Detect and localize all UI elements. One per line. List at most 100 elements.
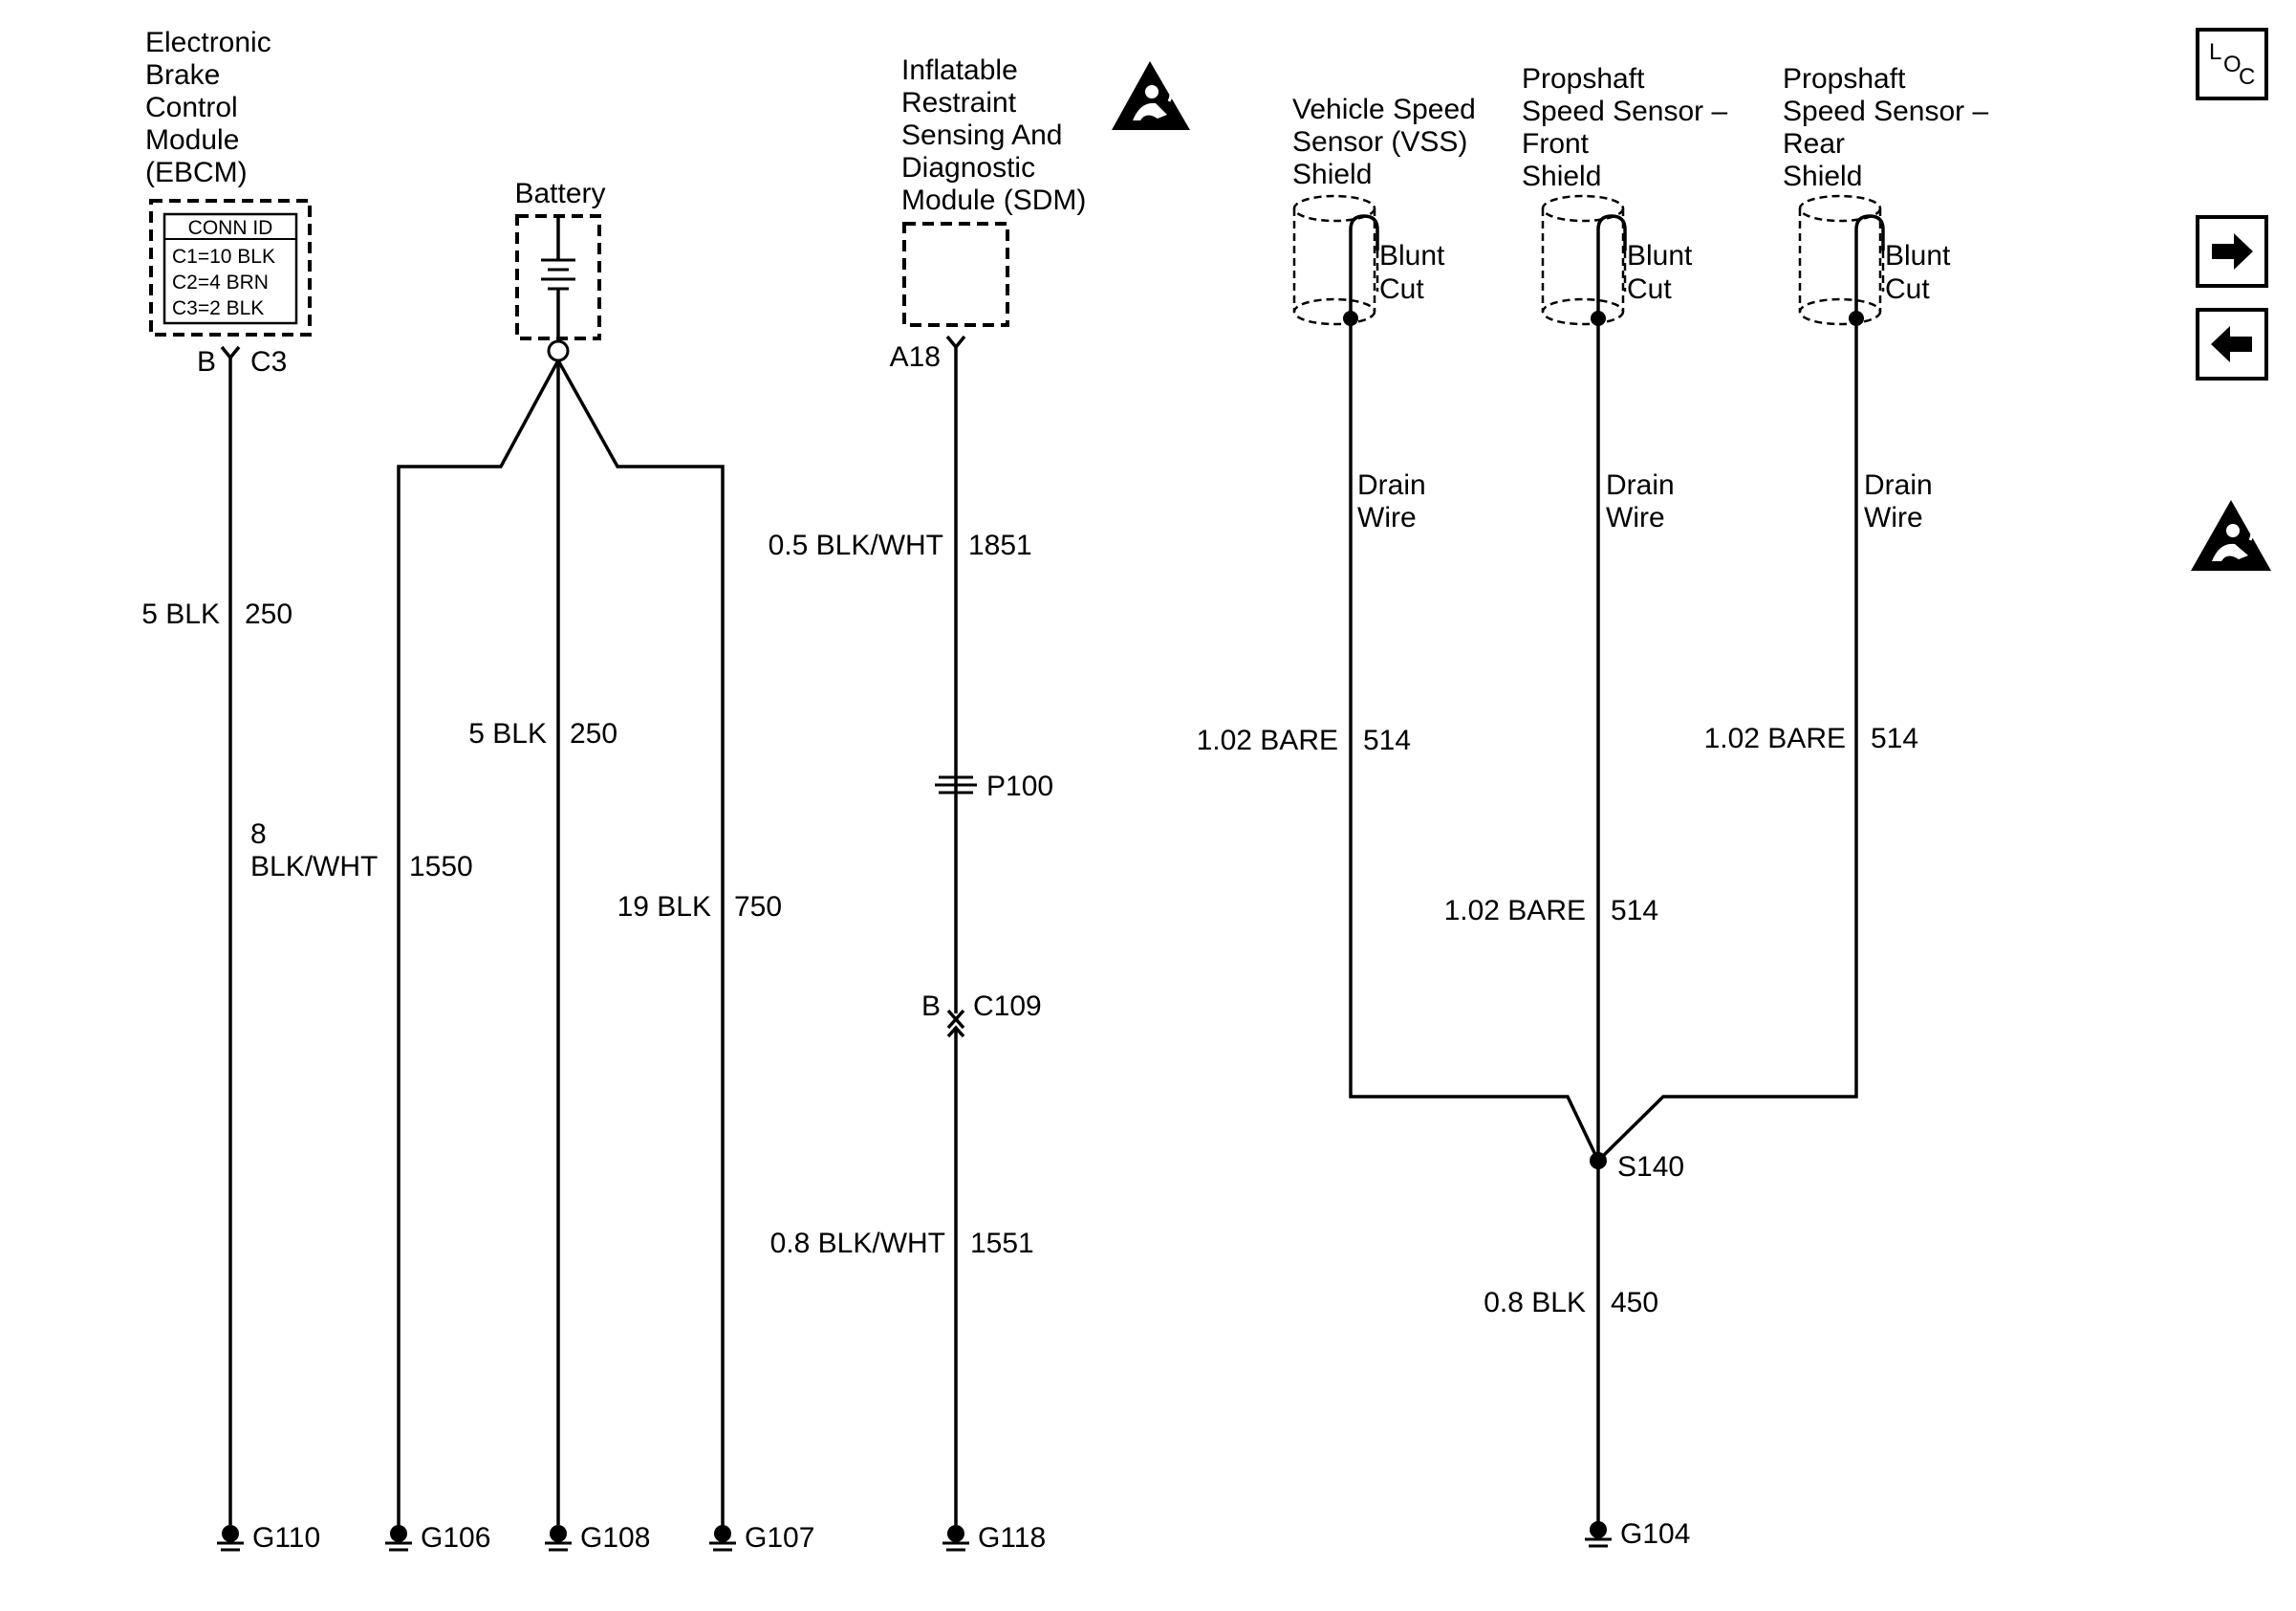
ground-g108-label: G108 bbox=[580, 1522, 650, 1554]
back-button[interactable] bbox=[2196, 308, 2268, 381]
wire-2-color: BLK/WHT bbox=[250, 851, 378, 882]
wire-5-circuit: 1851 bbox=[968, 530, 1032, 561]
loc-button[interactable]: L O C bbox=[2196, 28, 2268, 100]
ebcm-label-line-4: Module bbox=[145, 124, 239, 156]
vss-label-line-2: Sensor (VSS) bbox=[1292, 126, 1467, 158]
ebcm-pin-label: B bbox=[197, 346, 216, 378]
conn-id-row-1: C1=10 BLK bbox=[172, 246, 275, 268]
wire-battery-g106 bbox=[397, 359, 560, 1525]
ground-g118-label: G118 bbox=[978, 1522, 1046, 1554]
wire-pss-rear-drain bbox=[1596, 318, 1858, 1163]
conn-id-row-3: C3=2 BLK bbox=[172, 297, 264, 319]
sdm-label-line-3: Sensing And bbox=[901, 120, 1062, 151]
loc-l: L bbox=[2209, 39, 2221, 65]
conn-id-table bbox=[162, 212, 298, 325]
pss-rear-cut-label: Cut bbox=[1885, 273, 1930, 305]
wire-7-circuit: 514 bbox=[1363, 725, 1411, 756]
loc-o: O bbox=[2223, 52, 2242, 77]
c109-connector: B C109 bbox=[921, 991, 1042, 1038]
vss-shield: Vehicle Speed Sensor (VSS) Shield Blunt … bbox=[1292, 94, 1476, 326]
ebcm-connector-label: C3 bbox=[250, 346, 287, 378]
pss-rear-label-line-3: Rear bbox=[1783, 128, 1845, 160]
sdm-label-line-2: Restraint bbox=[901, 87, 1017, 119]
wire-battery-g107 bbox=[556, 359, 725, 1525]
arrow-left-icon bbox=[2211, 326, 2252, 362]
pss-front-label-line-3: Front bbox=[1522, 128, 1590, 160]
pss-rear-label-line-1: Propshaft bbox=[1783, 63, 1906, 95]
loc-c: C bbox=[2239, 64, 2255, 90]
pss-rear-shield: Propshaft Speed Sensor – Rear Shield Blu… bbox=[1783, 63, 1988, 326]
forward-button[interactable] bbox=[2196, 215, 2268, 288]
arrow-right-icon bbox=[2212, 233, 2253, 270]
pss-rear-drain-label-1: Drain bbox=[1864, 469, 1933, 501]
ground-g106-label: G106 bbox=[421, 1522, 490, 1554]
vss-cut-label: Cut bbox=[1379, 273, 1424, 305]
sdm-label-line-1: Inflatable bbox=[901, 54, 1018, 86]
ground-g110-label: G110 bbox=[252, 1522, 320, 1554]
ebcm-component: Electronic Brake Control Module (EBCM) C… bbox=[145, 27, 312, 378]
wire-1-circuit: 250 bbox=[245, 599, 292, 630]
wire-vss-drain bbox=[1349, 318, 1600, 1162]
c109-pin-label: B bbox=[921, 991, 941, 1022]
wire-10-size-color: 0.8 BLK bbox=[1484, 1287, 1586, 1318]
airbag-warning-button[interactable] bbox=[2191, 500, 2271, 571]
ground-g107: G107 bbox=[709, 1522, 814, 1554]
ground-g107-label: G107 bbox=[745, 1522, 814, 1554]
wire-4-size-color: 19 BLK bbox=[617, 891, 711, 923]
sdm-label-line-4: Diagnostic bbox=[901, 152, 1035, 184]
wire-8-circuit: 514 bbox=[1611, 895, 1658, 926]
pss-front-label-line-4: Shield bbox=[1522, 161, 1601, 192]
battery-label: Battery bbox=[514, 178, 605, 209]
pss-front-blunt-label: Blunt bbox=[1627, 240, 1693, 272]
ground-g104-label: G104 bbox=[1620, 1518, 1690, 1550]
ebcm-pin-terminal bbox=[220, 345, 241, 360]
ebcm-label-line-2: Brake bbox=[145, 59, 220, 91]
ebcm-label-line-5: (EBCM) bbox=[145, 157, 248, 188]
battery-component: Battery bbox=[514, 178, 606, 362]
vss-drain-label-1: Drain bbox=[1357, 469, 1426, 501]
pss-front-drain-label-1: Drain bbox=[1606, 469, 1675, 501]
ground-g104: G104 bbox=[1585, 1518, 1690, 1550]
ground-g110: G110 bbox=[217, 1522, 320, 1554]
wire-9-circuit: 514 bbox=[1871, 723, 1918, 754]
vss-label-line-3: Shield bbox=[1292, 159, 1372, 190]
battery-terminal bbox=[547, 339, 570, 362]
pss-rear-blunt-label: Blunt bbox=[1885, 240, 1951, 272]
ground-g108: G108 bbox=[545, 1522, 650, 1554]
pss-rear-label-line-4: Shield bbox=[1783, 161, 1862, 192]
ebcm-label-line-1: Electronic bbox=[145, 27, 271, 58]
pss-front-drain-label-2: Wire bbox=[1606, 502, 1665, 533]
ground-g118: G118 bbox=[942, 1522, 1046, 1554]
wire-2-size: 8 bbox=[250, 818, 267, 850]
pss-front-label-line-2: Speed Sensor – bbox=[1522, 96, 1727, 127]
wire-2-circuit: 1550 bbox=[409, 851, 473, 882]
wire-1-size-color: 5 BLK bbox=[141, 599, 220, 630]
vss-label-line-1: Vehicle Speed bbox=[1292, 94, 1476, 125]
vss-drain-label-2: Wire bbox=[1357, 502, 1417, 533]
pss-front-cut-label: Cut bbox=[1627, 273, 1672, 305]
wire-3-circuit: 250 bbox=[570, 718, 617, 750]
pss-rear-drain-label-2: Wire bbox=[1864, 502, 1923, 533]
wire-7-size-color: 1.02 BARE bbox=[1197, 725, 1338, 756]
conn-id-header: CONN ID bbox=[188, 217, 273, 239]
wire-6-circuit: 1551 bbox=[970, 1228, 1034, 1259]
sdm-outline bbox=[902, 222, 1009, 327]
p100-passthrough: P100 bbox=[935, 771, 1053, 802]
wire-10-circuit: 450 bbox=[1611, 1287, 1658, 1318]
wire-5-size-color: 0.5 BLK/WHT bbox=[769, 530, 943, 561]
vss-blunt-label: Blunt bbox=[1379, 240, 1445, 272]
conn-id-row-2: C2=4 BRN bbox=[172, 272, 269, 294]
airbag-warning-icon bbox=[1112, 61, 1190, 130]
ground-g106: G106 bbox=[385, 1522, 490, 1554]
pss-front-label-line-1: Propshaft bbox=[1522, 63, 1645, 95]
ebcm-outline bbox=[149, 199, 312, 337]
sdm-component: Inflatable Restraint Sensing And Diagnos… bbox=[890, 54, 1087, 373]
pss-rear-label-line-2: Speed Sensor – bbox=[1783, 96, 1988, 127]
wire-8-size-color: 1.02 BARE bbox=[1444, 895, 1586, 926]
wire-4-circuit: 750 bbox=[734, 891, 782, 923]
splice-s140-label: S140 bbox=[1617, 1151, 1684, 1183]
sdm-pin-terminal bbox=[945, 335, 966, 350]
p100-label: P100 bbox=[986, 771, 1053, 802]
wire-9-size-color: 1.02 BARE bbox=[1704, 723, 1846, 754]
